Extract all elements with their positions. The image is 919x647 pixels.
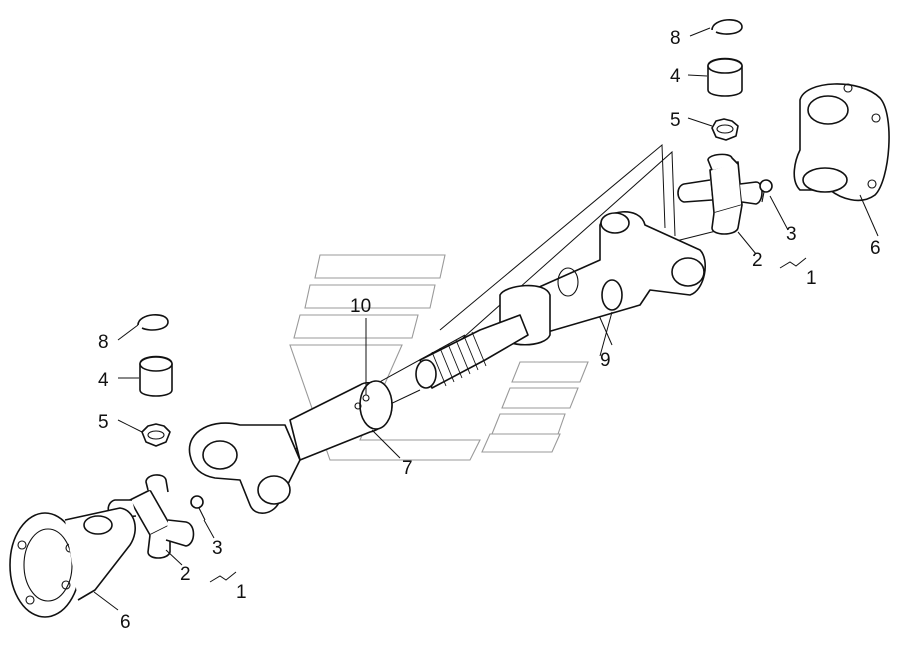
callout-10: 10 — [350, 296, 371, 317]
callout-5-right: 5 — [670, 110, 681, 131]
left-seal — [141, 423, 171, 447]
callout-6-left: 6 — [120, 612, 131, 633]
callout-leaders — [93, 27, 879, 611]
right-universal-joint-cross — [677, 153, 763, 235]
main-tube-yoke — [188, 380, 393, 514]
left-universal-joint-cross — [107, 474, 195, 559]
callout-1-right: 1 — [806, 268, 817, 289]
callout-4-left: 4 — [98, 370, 109, 391]
callout-8-right: 8 — [670, 28, 681, 49]
right-flange-yoke — [793, 83, 890, 202]
callout-9: 9 — [600, 350, 611, 371]
callout-1-left: 1 — [236, 582, 247, 603]
splined-shaft — [415, 314, 529, 389]
callout-7: 7 — [402, 458, 413, 479]
callout-5-left: 5 — [98, 412, 109, 433]
callout-3-right: 3 — [786, 224, 797, 245]
right-grease-fitting — [759, 179, 773, 203]
left-snap-ring — [137, 314, 169, 331]
right-snap-ring — [711, 19, 743, 35]
left-bearing-cup — [139, 355, 173, 397]
callout-3-left: 3 — [212, 538, 223, 559]
watermark-logo — [289, 254, 589, 461]
callout-2-right: 2 — [752, 250, 763, 271]
right-seal — [711, 118, 739, 141]
callout-6-right: 6 — [870, 238, 881, 259]
callout-4-right: 4 — [670, 66, 681, 87]
callout-2-left: 2 — [180, 564, 191, 585]
callout-labels: 8 4 5 3 2 1 6 9 10 7 8 4 5 3 2 1 6 — [98, 28, 881, 633]
left-flange-yoke — [9, 507, 136, 618]
right-bearing-cup — [707, 57, 743, 97]
left-grease-fitting — [190, 495, 206, 521]
callout-8-left: 8 — [98, 332, 109, 353]
